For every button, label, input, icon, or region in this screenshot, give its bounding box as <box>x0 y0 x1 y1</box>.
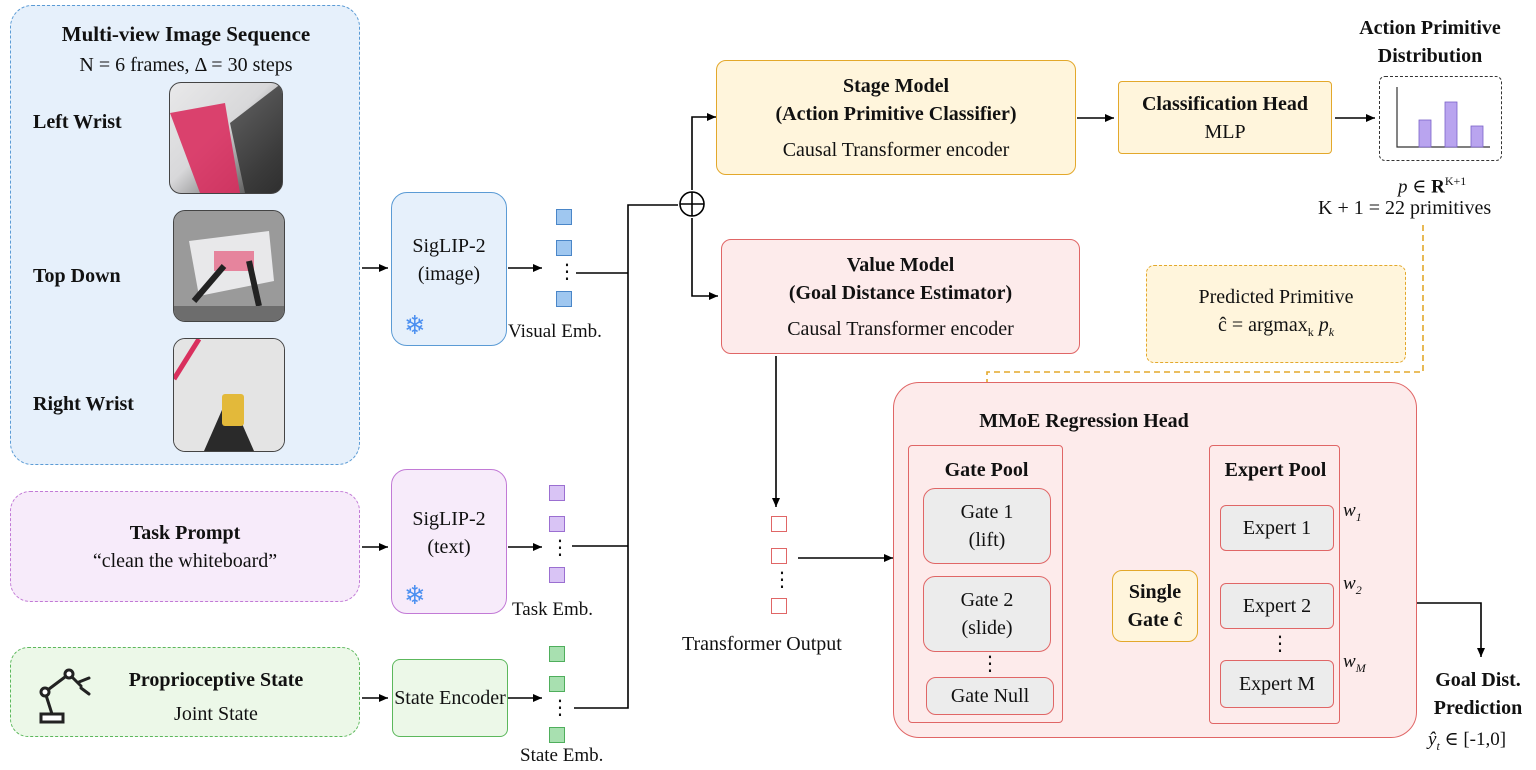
proprio-panel: Proprioceptive State Joint State <box>10 647 360 737</box>
gate-2: Gate 2 (slide) <box>923 576 1051 652</box>
stage-model-desc: Causal Transformer encoder <box>782 138 1010 161</box>
gate-1: Gate 1 (lift) <box>923 488 1051 564</box>
weight-w2: w2 <box>1343 573 1362 597</box>
task-emb-token <box>549 485 565 501</box>
state-emb-token <box>549 646 565 662</box>
single-gate: Single Gate ĉ <box>1112 570 1198 642</box>
robot-arm-icon <box>39 668 91 724</box>
value-model-desc: Causal Transformer encoder <box>787 317 1014 340</box>
distribution-axis <box>1396 87 1490 148</box>
expert-2: Expert 2 <box>1220 583 1334 629</box>
stage-model-box: Stage Model (Action Primitive Classifier… <box>716 60 1076 175</box>
task-emb-token <box>549 567 565 583</box>
expert-pool-title: Expert Pool <box>1224 459 1327 481</box>
frozen-snowflake-icon: ❄ <box>404 311 426 341</box>
view-label-top-down: Top Down <box>33 265 121 287</box>
transformer-output-ellipsis: ⋮ <box>772 567 792 591</box>
visual-emb-ellipsis: ⋮ <box>557 259 577 283</box>
distribution-formula: p ∈ RK+1 <box>1398 174 1467 198</box>
value-model-box: Value Model (Goal Distance Estimator) Ca… <box>721 239 1080 354</box>
siglip-image-label: SigLIP-2 <box>412 235 486 257</box>
gate-null: Gate Null <box>926 677 1054 715</box>
output-title: Goal Dist. <box>1435 669 1521 691</box>
multiview-subtitle: N = 6 frames, Δ = 30 steps <box>79 54 293 76</box>
state-encoder-label: State Encoder <box>394 687 506 709</box>
siglip-image-encoder: SigLIP-2 (image) ❄ <box>391 192 507 346</box>
state-emb-token <box>549 727 565 743</box>
task-emb-label: Task Emb. <box>512 599 593 620</box>
multiview-title: Multi-view Image Sequence <box>61 22 311 46</box>
task-prompt-text: “clean the whiteboard” <box>92 549 278 572</box>
siglip-text-label: SigLIP-2 <box>412 507 486 530</box>
gate-pool-ellipsis: ⋮ <box>980 651 1000 675</box>
value-model-subtitle: (Goal Distance Estimator) <box>788 281 1013 304</box>
state-emb-token <box>549 676 565 692</box>
right-wrist-image <box>173 338 285 452</box>
gate-1-label: Gate 1 <box>960 501 1014 523</box>
value-model-title: Value Model <box>846 253 955 276</box>
weight-w1: w1 <box>1343 500 1362 524</box>
predicted-primitive-title: Predicted Primitive <box>1198 285 1354 308</box>
distribution-bar <box>1444 101 1458 148</box>
distribution-chart <box>1379 76 1502 161</box>
expert-1: Expert 1 <box>1220 505 1334 551</box>
state-emb-ellipsis: ⋮ <box>550 695 570 719</box>
top-down-image <box>173 210 285 322</box>
view-label-right-wrist: Right Wrist <box>33 393 134 415</box>
arrow-primitive-to-gate <box>983 225 1424 443</box>
view-label-left-wrist: Left Wrist <box>33 111 122 133</box>
single-gate-label: Single <box>1128 581 1182 603</box>
siglip-text-sublabel: (text) <box>427 535 471 558</box>
stage-model-title: Stage Model <box>842 74 950 97</box>
transformer-output-label: Transformer Output <box>682 633 842 655</box>
gate-1-primitive: (lift) <box>968 529 1006 551</box>
output-formula: ŷt ∈ [-1,0] <box>1428 729 1507 753</box>
classification-head-mlp: MLP <box>1204 120 1246 143</box>
transformer-output-token <box>771 548 787 564</box>
gate-pool-title: Gate Pool <box>944 459 1029 481</box>
transformer-output-token <box>771 516 787 532</box>
task-emb-token <box>549 516 565 532</box>
transformer-output-token <box>771 598 787 614</box>
predicted-primitive-box: Predicted Primitive ĉ = argmaxk pk <box>1146 265 1406 363</box>
gate-2-label: Gate 2 <box>960 589 1014 611</box>
gate-2-primitive: (slide) <box>961 617 1013 639</box>
distribution-bar <box>1470 125 1484 148</box>
siglip-text-encoder: SigLIP-2 (text) ❄ <box>391 469 507 614</box>
task-emb-ellipsis: ⋮ <box>550 535 570 559</box>
distribution-count: K + 1 = 22 primitives <box>1318 197 1492 219</box>
visual-emb-token <box>556 209 572 225</box>
frozen-snowflake-icon: ❄ <box>404 581 426 611</box>
proprio-title: Proprioceptive State <box>128 669 304 691</box>
siglip-image-sublabel: (image) <box>417 263 481 285</box>
expert-m: Expert M <box>1220 660 1334 708</box>
distribution-bar <box>1418 119 1432 148</box>
state-encoder: State Encoder <box>392 659 508 737</box>
visual-emb-token <box>556 291 572 307</box>
expert-m-label: Expert M <box>1238 673 1316 695</box>
classification-head-title: Classification Head <box>1141 92 1309 115</box>
predicted-primitive-formula: ĉ = argmaxk pk <box>1217 313 1335 339</box>
task-prompt-title: Task Prompt <box>129 521 241 544</box>
classification-head-box: Classification Head MLP <box>1118 81 1332 154</box>
visual-emb-token <box>556 240 572 256</box>
mmoe-title: MMoE Regression Head <box>979 410 1189 432</box>
output-title-line2: Prediction <box>1433 697 1523 719</box>
visual-emb-label: Visual Emb. <box>508 321 602 342</box>
multiview-panel: Multi-view Image Sequence N = 6 frames, … <box>10 5 360 465</box>
expert-pool-ellipsis: ⋮ <box>1270 631 1290 655</box>
state-emb-label: State Emb. <box>520 745 604 766</box>
proprio-subtitle: Joint State <box>174 703 258 725</box>
distribution-title-line2: Distribution <box>1377 45 1483 67</box>
single-gate-symbol: Gate ĉ <box>1127 609 1183 631</box>
task-prompt-panel: Task Prompt “clean the whiteboard” <box>10 491 360 602</box>
left-wrist-image <box>169 82 283 194</box>
gate-null-label: Gate Null <box>950 685 1030 707</box>
weight-wm: wM <box>1343 651 1366 675</box>
expert-2-label: Expert 2 <box>1242 595 1312 617</box>
expert-1-label: Expert 1 <box>1242 517 1312 539</box>
distribution-title: Action Primitive <box>1359 17 1501 39</box>
stage-model-subtitle: (Action Primitive Classifier) <box>775 102 1017 125</box>
